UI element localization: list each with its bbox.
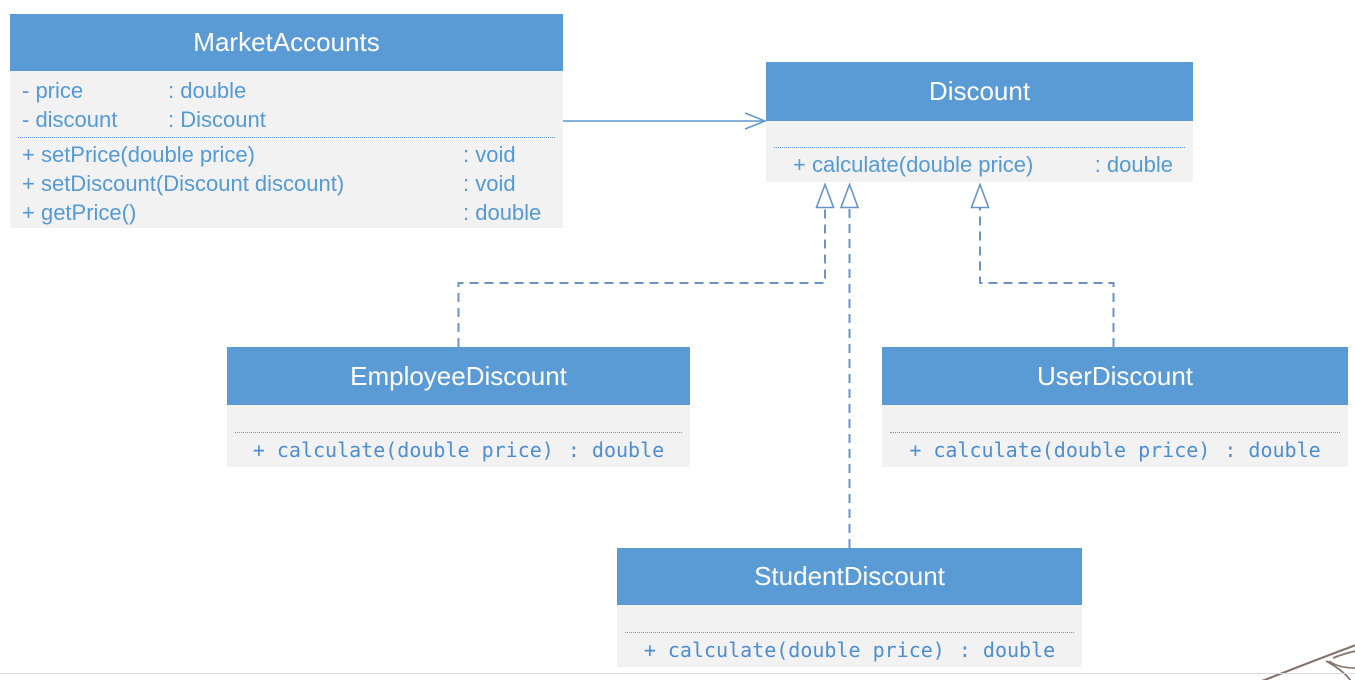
class-marketaccounts[interactable]: MarketAccounts - price : double - discou…	[10, 14, 563, 228]
method-return-type: : double	[1224, 438, 1321, 462]
method-row: + setPrice(double price) : void	[10, 140, 563, 169]
method-row: + calculate(double price) : double	[882, 433, 1348, 467]
attribute-name: - price	[22, 78, 84, 103]
association-marketaccounts-discount[interactable]	[563, 112, 768, 130]
method-name: + calculate(double price)	[643, 638, 945, 662]
attributes-section-empty	[617, 605, 1082, 632]
method-row: + getPrice() : double	[10, 198, 563, 227]
class-userdiscount[interactable]: UserDiscount + calculate(double price) :…	[882, 347, 1348, 467]
class-title: MarketAccounts	[10, 14, 563, 71]
method-name: + setDiscount(Discount discount)	[22, 171, 345, 196]
class-employeediscount[interactable]: EmployeeDiscount + calculate(double pric…	[227, 347, 690, 467]
branch-curve-icon	[1332, 650, 1355, 659]
class-title: UserDiscount	[882, 347, 1348, 405]
branch-curve-icon	[1261, 644, 1355, 680]
method-row: + calculate(double price) : double	[617, 633, 1082, 667]
method-row: + calculate(double price) : double	[227, 433, 690, 467]
method-name: + setPrice(double price)	[22, 142, 255, 167]
class-body: + calculate(double price) : double	[617, 605, 1082, 667]
class-title: Discount	[766, 62, 1193, 121]
method-name: + getPrice()	[22, 200, 137, 225]
attribute-type: : double	[168, 78, 247, 103]
method-row: + calculate(double price) : double	[766, 148, 1193, 182]
class-studentdiscount[interactable]: StudentDiscount + calculate(double price…	[617, 548, 1082, 667]
open-arrowhead-icon	[744, 112, 768, 130]
attribute-method-divider	[774, 147, 1185, 148]
decorative-branch-swoosh	[1261, 644, 1355, 680]
attributes-section-empty	[882, 405, 1348, 432]
class-title: StudentDiscount	[617, 548, 1082, 605]
attribute-method-divider	[625, 632, 1074, 633]
hollow-triangle-arrowhead-icon	[970, 182, 990, 209]
method-return-type: : void	[463, 142, 516, 167]
class-title: EmployeeDiscount	[227, 347, 690, 405]
attribute-method-divider	[18, 137, 555, 138]
attribute-name: - discount	[22, 107, 118, 132]
attributes-section-empty	[227, 405, 690, 432]
hollow-triangle-arrowhead-icon	[815, 182, 835, 209]
attributes-section-empty	[766, 121, 1193, 147]
class-discount[interactable]: Discount + calculate(double price) : dou…	[766, 62, 1193, 182]
method-return-type: : double	[567, 438, 665, 462]
methods-section: + setPrice(double price) : void + setDis…	[10, 138, 563, 227]
realization-userdiscount-discount[interactable]	[970, 182, 1115, 348]
attribute-method-divider	[235, 432, 682, 433]
branch-curve-icon	[1328, 660, 1355, 669]
method-row: + setDiscount(Discount discount) : void	[10, 169, 563, 198]
slide-bottom-rule	[0, 673, 1355, 674]
method-return-type: : double	[463, 200, 542, 225]
attribute-row: - discount : Discount	[10, 105, 563, 134]
hollow-triangle-arrowhead-icon	[839, 182, 860, 209]
attribute-method-divider	[890, 432, 1340, 433]
method-return-type: : double	[1094, 152, 1173, 177]
attribute-row: - price : double	[10, 76, 563, 105]
realization-line	[979, 208, 1115, 347]
class-body: + calculate(double price) : double	[766, 121, 1193, 182]
method-return-type: : double	[958, 638, 1056, 662]
method-name: + calculate(double price)	[793, 152, 1034, 177]
method-name: + calculate(double price)	[252, 438, 554, 462]
method-name: + calculate(double price)	[909, 438, 1211, 462]
realization-line	[457, 208, 826, 347]
realization-studentdiscount-discount[interactable]	[839, 182, 860, 549]
class-body: + calculate(double price) : double	[882, 405, 1348, 467]
class-body: - price : double - discount : Discount +…	[10, 71, 563, 228]
branch-curve-icon	[1325, 660, 1352, 680]
attribute-type: : Discount	[168, 107, 266, 132]
attributes-section: - price : double - discount : Discount	[10, 71, 563, 137]
method-return-type: : void	[463, 171, 516, 196]
class-body: + calculate(double price) : double	[227, 405, 690, 467]
